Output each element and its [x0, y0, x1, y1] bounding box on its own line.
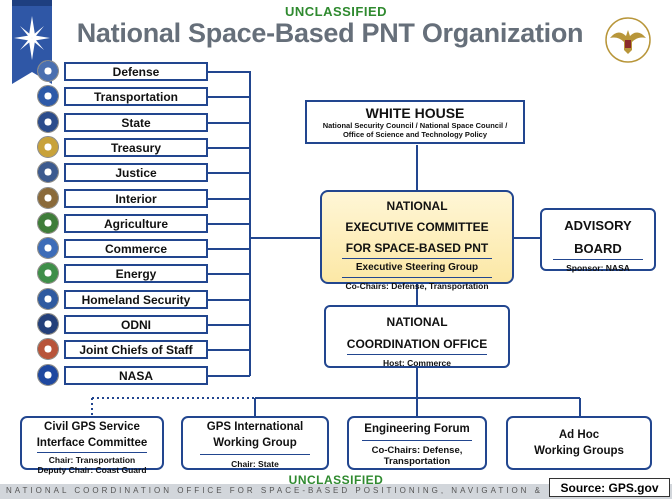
- classification-bottom: UNCLASSIFIED: [288, 473, 384, 487]
- committee-divider: [342, 258, 492, 259]
- department-box: Justice: [64, 163, 208, 182]
- white-house-subtitle-2: Office of Science and Technology Policy: [342, 130, 488, 139]
- white-house-box: WHITE HOUSE National Security Council / …: [305, 100, 525, 144]
- office-title-2: COORDINATION OFFICE: [346, 337, 488, 351]
- eng-forum-divider: [362, 440, 472, 441]
- department-seal-icon: [37, 136, 59, 158]
- gps-intl-title-1: GPS International: [206, 421, 304, 433]
- office-divider: [347, 354, 487, 355]
- office-host: Host: Commerce: [382, 358, 452, 368]
- department-seal-icon: [37, 212, 59, 234]
- executive-committee-box: NATIONAL EXECUTIVE COMMITTEE FOR SPACE-B…: [320, 190, 514, 291]
- department-seal-icon: [37, 161, 59, 183]
- classification-top: UNCLASSIFIED: [284, 4, 388, 19]
- department-seal-icon: [37, 262, 59, 284]
- ad-hoc-title-2: Working Groups: [534, 445, 624, 457]
- department-box: ODNI: [64, 315, 208, 334]
- department-seal-icon: [37, 288, 59, 310]
- department-seal-icon: [37, 85, 59, 107]
- coordination-office-box: NATIONAL COORDINATION OFFICE Host: Comme…: [324, 305, 510, 368]
- gps-international-box: GPS International Working Group Chair: S…: [181, 416, 329, 470]
- advisory-board-box: ADVISORY BOARD Sponsor: NASA: [540, 208, 656, 273]
- department-box: Defense: [64, 62, 208, 81]
- office-title-1: NATIONAL: [386, 315, 448, 329]
- department-seal-icon: [37, 237, 59, 259]
- footer-office-text: NATIONAL COORDINATION OFFICE FOR SPACE-B…: [6, 486, 546, 495]
- source-label: Source: GPS.gov: [549, 478, 670, 497]
- advisory-sponsor: Sponsor: NASA: [566, 263, 630, 273]
- committee-title-3: FOR SPACE-BASED PNT: [345, 241, 489, 255]
- civil-gps-chair: Chair: Transportation: [48, 455, 136, 465]
- department-box: Joint Chiefs of Staff: [64, 340, 208, 359]
- white-house-subtitle-1: National Security Council / National Spa…: [322, 121, 508, 130]
- department-box: Transportation: [64, 87, 208, 106]
- footer-band: [0, 484, 672, 499]
- eagle-seal-icon: [605, 17, 651, 63]
- gps-intl-chair: Chair: State: [231, 459, 279, 469]
- gps-intl-divider: [200, 454, 310, 455]
- eng-forum-title: Engineering Forum: [364, 423, 470, 435]
- committee-title-2: EXECUTIVE COMMITTEE: [345, 220, 489, 234]
- advisory-title-2: BOARD: [574, 241, 622, 256]
- department-seal-icon: [37, 364, 59, 386]
- civil-gps-committee-box: Civil GPS Service Interface Committee Ch…: [20, 416, 164, 475]
- ad-hoc-title-1: Ad Hoc: [558, 429, 600, 441]
- department-box: State: [64, 113, 208, 132]
- eng-forum-chairs-2: Transportation: [383, 456, 451, 467]
- committee-title-1: NATIONAL: [386, 199, 448, 213]
- committee-divider-2: [342, 277, 492, 278]
- engineering-forum-box: Engineering Forum Co-Chairs: Defense, Tr…: [347, 416, 487, 470]
- department-seal-icon: [37, 111, 59, 133]
- steering-group-label: Executive Steering Group: [355, 262, 479, 273]
- department-box: Homeland Security: [64, 290, 208, 309]
- civil-gps-title-2: Interface Committee: [36, 437, 148, 449]
- department-seal-icon: [37, 187, 59, 209]
- civil-gps-divider: [37, 452, 147, 453]
- department-box: Treasury: [64, 138, 208, 157]
- civil-gps-deputy: Deputy Chair: Coast Guard: [37, 465, 147, 475]
- department-box: Agriculture: [64, 214, 208, 233]
- department-branch-lines: [208, 71, 250, 377]
- department-seal-icon: [37, 60, 59, 82]
- department-box: NASA: [64, 366, 208, 385]
- department-seal-icon: [37, 338, 59, 360]
- department-box: Energy: [64, 264, 208, 283]
- advisory-divider: [553, 259, 643, 260]
- department-box: Commerce: [64, 239, 208, 258]
- committee-chairs: Co-Chairs: Defense, Transportation: [345, 281, 489, 291]
- white-house-title: WHITE HOUSE: [365, 105, 465, 121]
- ad-hoc-groups-box: Ad Hoc Working Groups: [506, 416, 652, 470]
- civil-gps-title-1: Civil GPS Service: [44, 421, 140, 433]
- eng-forum-chairs-1: Co-Chairs: Defense,: [371, 445, 463, 456]
- advisory-title-1: ADVISORY: [564, 218, 632, 233]
- department-seal-icon: [37, 313, 59, 335]
- page-title: National Space-Based PNT Organization: [76, 18, 584, 48]
- gps-intl-title-2: Working Group: [213, 437, 297, 449]
- department-box: Interior: [64, 189, 208, 208]
